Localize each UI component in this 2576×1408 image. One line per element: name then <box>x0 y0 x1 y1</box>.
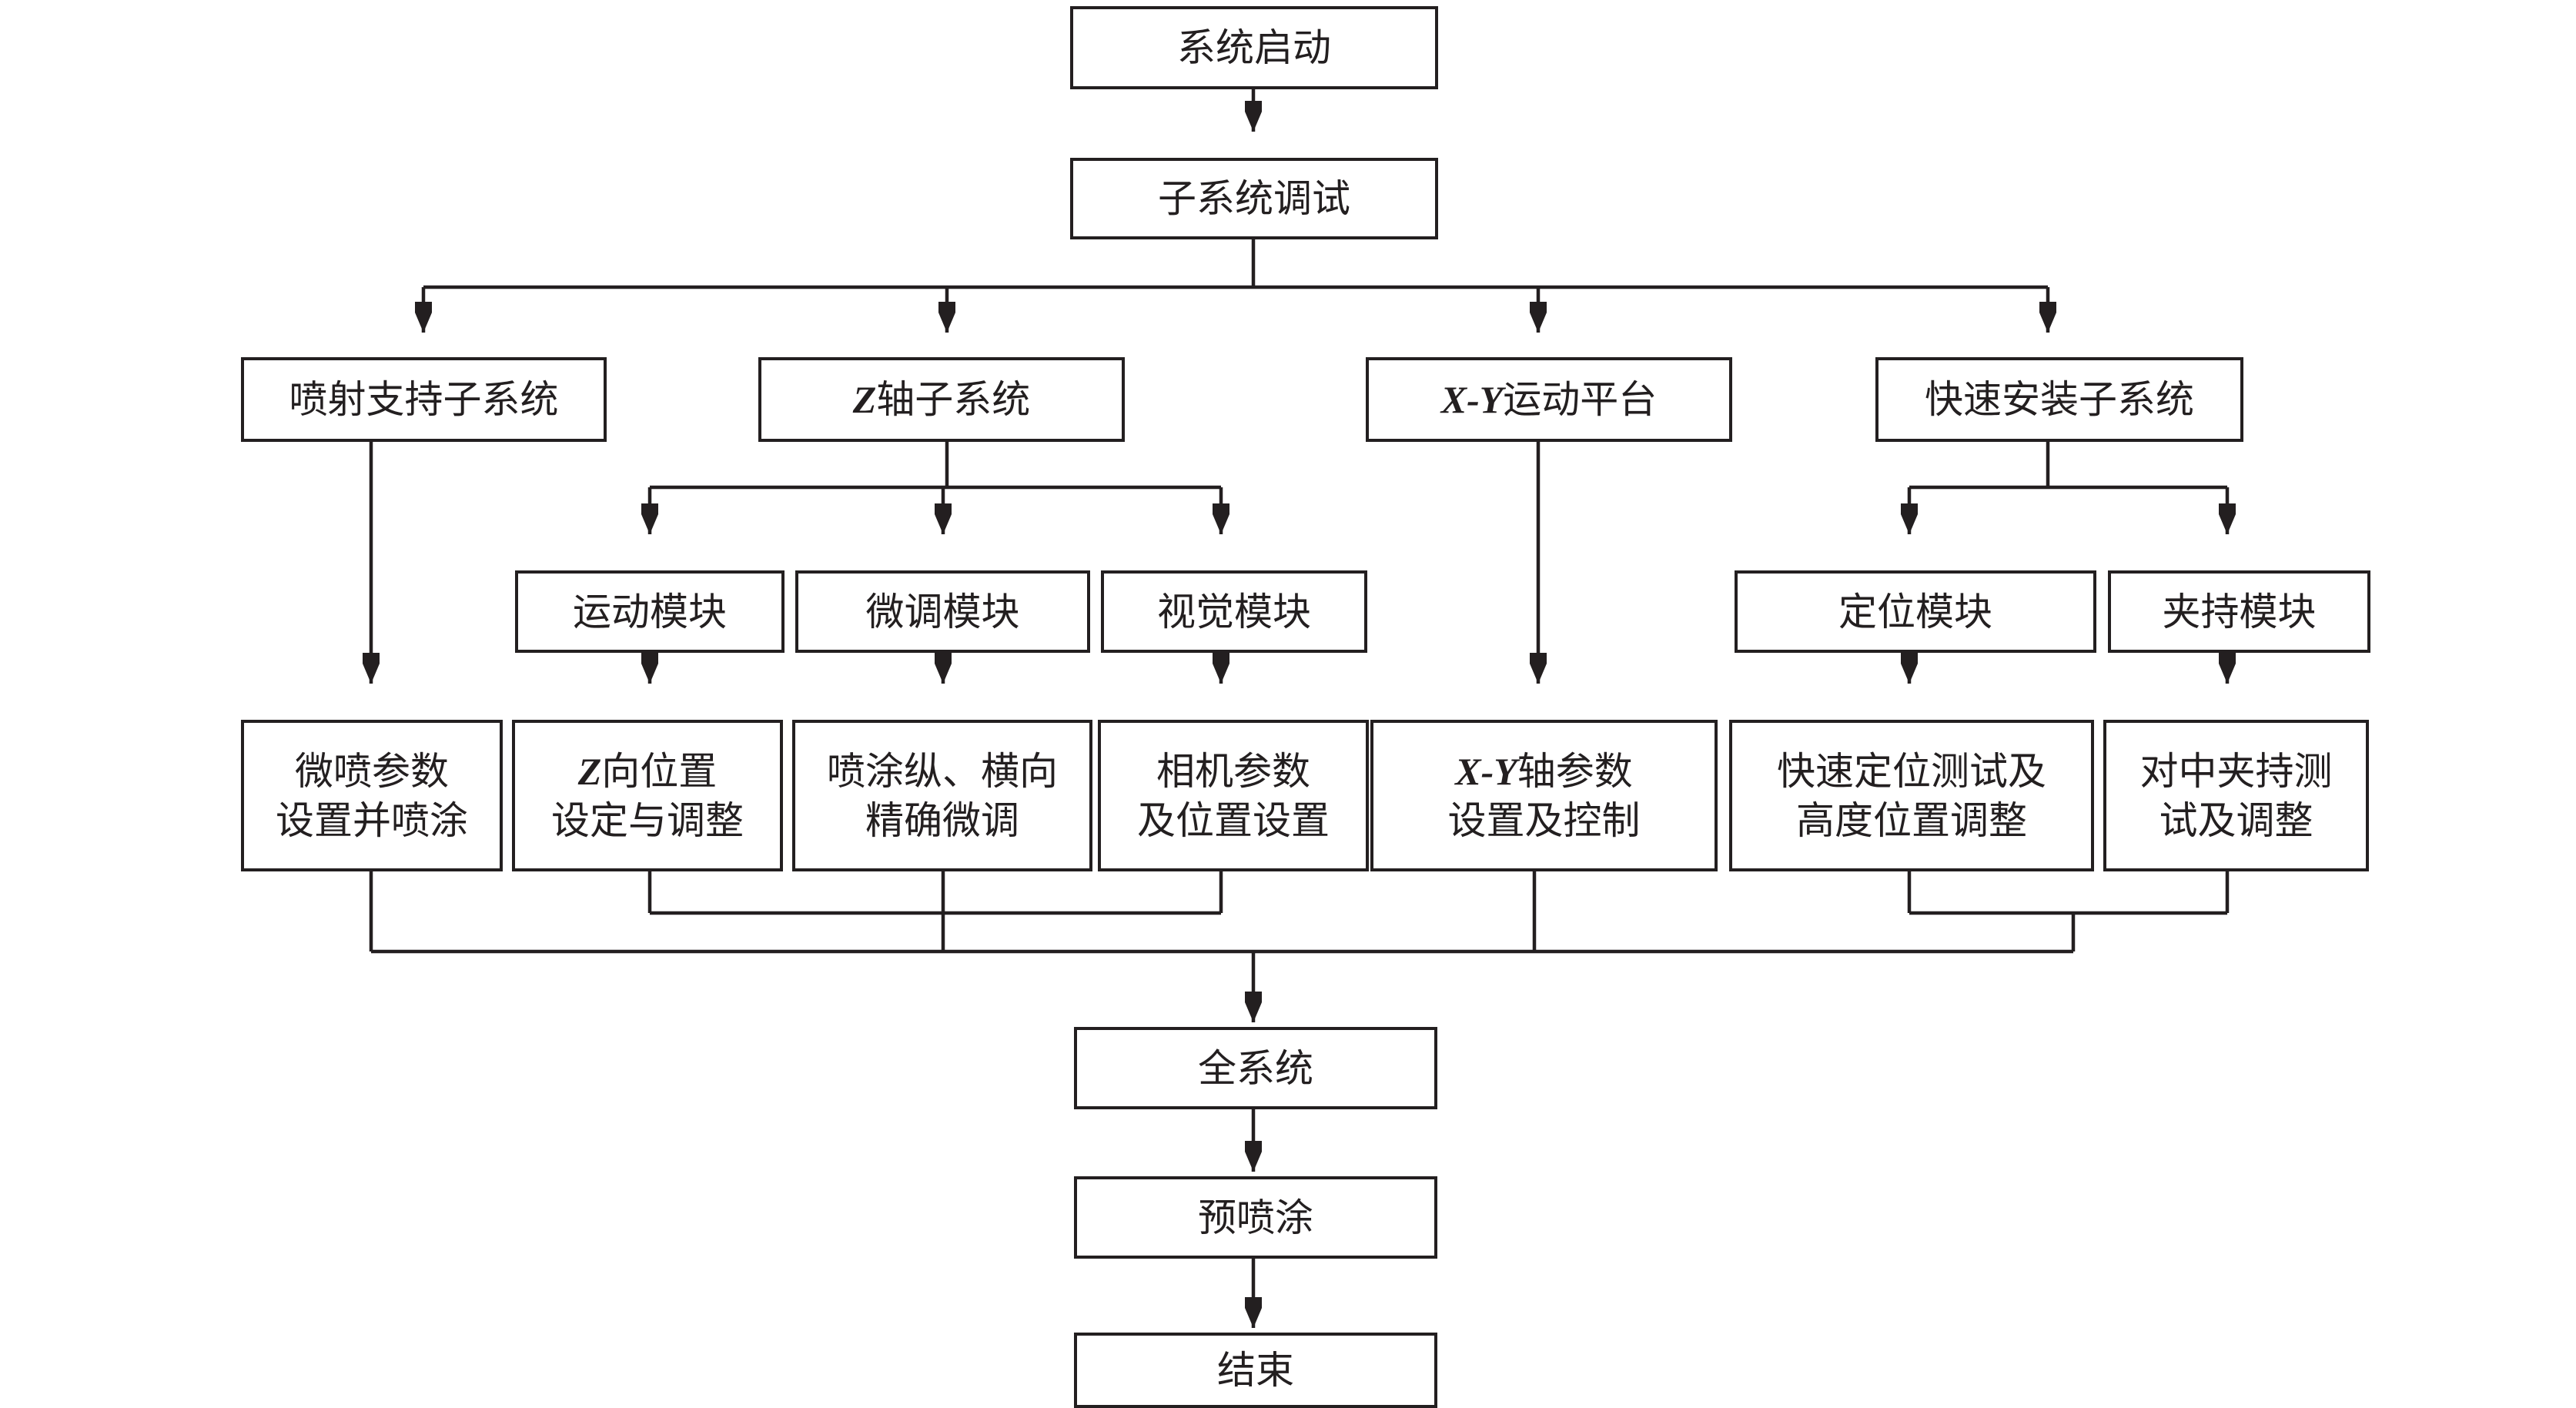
node-full-system: 全系统 <box>1074 1027 1437 1109</box>
node-camera-params-line1: 相机参数 <box>1156 748 1310 794</box>
arrowhead-xy-axis-params <box>1530 653 1547 684</box>
node-subsystem-debug: 子系统调试 <box>1070 158 1438 239</box>
arrowhead-z-axis <box>938 302 955 333</box>
node-xy-axis-line1: X-Y轴参数 <box>1455 748 1633 794</box>
node-spray-support-subsystem: 喷射支持子系统 <box>241 357 607 442</box>
node-z-position-line2: 设定与调整 <box>551 798 744 843</box>
node-xy-axis-line2: 设置及控制 <box>1447 798 1641 843</box>
arrowhead-vision-module <box>1213 503 1229 534</box>
node-motion-module: 运动模块 <box>515 570 785 653</box>
arrowhead-centering-clamp-test <box>2219 653 2236 684</box>
node-xy-motion-platform: X-Y运动平台 <box>1366 357 1732 442</box>
arrowhead-z-position <box>641 653 658 684</box>
node-micro-spray-line2: 设置并喷涂 <box>276 798 468 843</box>
arrowhead-motion-module <box>641 503 658 534</box>
node-quick-mount-label: 快速安装子系统 <box>1925 377 2194 422</box>
node-spray-fine-tune-line2: 精确微调 <box>865 798 1019 843</box>
node-centering-clamp-test: 对中夹持测 试及调整 <box>2103 720 2369 871</box>
node-fine-tune-module: 微调模块 <box>795 570 1090 653</box>
node-pre-spray-label: 预喷涂 <box>1198 1195 1313 1240</box>
node-z-axis-label: Z轴子系统 <box>852 377 1031 422</box>
arrowhead-camera-params <box>1213 653 1229 684</box>
arrowhead-xy-platform <box>1530 302 1547 333</box>
node-end-label: 结束 <box>1217 1348 1294 1393</box>
node-xy-platform-label: X-Y运动平台 <box>1440 377 1658 422</box>
node-vision-module: 视觉模块 <box>1101 570 1367 653</box>
node-subsystem-debug-label: 子系统调试 <box>1158 176 1350 221</box>
node-z-position-line1: Z向位置 <box>577 748 718 794</box>
node-xy-axis-params: X-Y轴参数 设置及控制 <box>1370 720 1718 871</box>
arrowhead-start-to-debug <box>1245 101 1262 132</box>
node-positioning-module: 定位模块 <box>1735 570 2096 653</box>
arrowhead-spray-support <box>415 302 432 333</box>
node-end: 结束 <box>1074 1333 1437 1408</box>
arrowhead-spray-fine-tune <box>935 653 952 684</box>
node-quick-positioning-line1: 快速定位测试及 <box>1777 748 2046 794</box>
node-spray-fine-tune-line1: 喷涂纵、横向 <box>827 748 1058 794</box>
node-centering-clamp-line1: 对中夹持测 <box>2139 748 2333 794</box>
node-system-start: 系统启动 <box>1070 6 1438 89</box>
node-quick-positioning-test: 快速定位测试及 高度位置调整 <box>1729 720 2094 871</box>
arrowhead-quick-mount <box>2039 302 2056 333</box>
node-fine-tune-module-label: 微调模块 <box>865 589 1020 634</box>
node-spray-support-label: 喷射支持子系统 <box>289 377 559 422</box>
arrowhead-full-system <box>1245 992 1262 1022</box>
node-z-position-setting: Z向位置 设定与调整 <box>512 720 783 871</box>
arrowhead-micro-spray-params <box>363 653 380 684</box>
node-quick-mount-subsystem: 快速安装子系统 <box>1875 357 2243 442</box>
arrowhead-clamping-module <box>2219 503 2236 534</box>
node-camera-params: 相机参数 及位置设置 <box>1098 720 1369 871</box>
node-pre-spray: 预喷涂 <box>1074 1176 1437 1259</box>
node-positioning-module-label: 定位模块 <box>1838 589 1992 634</box>
node-micro-spray-line1: 微喷参数 <box>295 748 449 794</box>
node-quick-positioning-line2: 高度位置调整 <box>1796 798 2027 843</box>
node-micro-spray-params: 微喷参数 设置并喷涂 <box>241 720 503 871</box>
node-z-axis-subsystem: Z轴子系统 <box>758 357 1125 442</box>
arrowhead-positioning-module <box>1901 503 1918 534</box>
node-camera-params-line2: 及位置设置 <box>1137 798 1330 843</box>
arrowhead-fine-tune-module <box>935 503 952 534</box>
arrowhead-end <box>1245 1297 1262 1328</box>
node-spray-fine-tune: 喷涂纵、横向 精确微调 <box>792 720 1092 871</box>
node-vision-module-label: 视觉模块 <box>1157 589 1311 634</box>
node-clamping-module: 夹持模块 <box>2108 570 2370 653</box>
node-centering-clamp-line2: 试及调整 <box>2159 798 2313 843</box>
node-motion-module-label: 运动模块 <box>573 589 727 634</box>
node-full-system-label: 全系统 <box>1198 1045 1313 1091</box>
arrowhead-pre-spray <box>1245 1141 1262 1172</box>
node-clamping-module-label: 夹持模块 <box>2162 589 2317 634</box>
arrowhead-quick-positioning-test <box>1901 653 1918 684</box>
node-system-start-label: 系统启动 <box>1177 25 1331 70</box>
